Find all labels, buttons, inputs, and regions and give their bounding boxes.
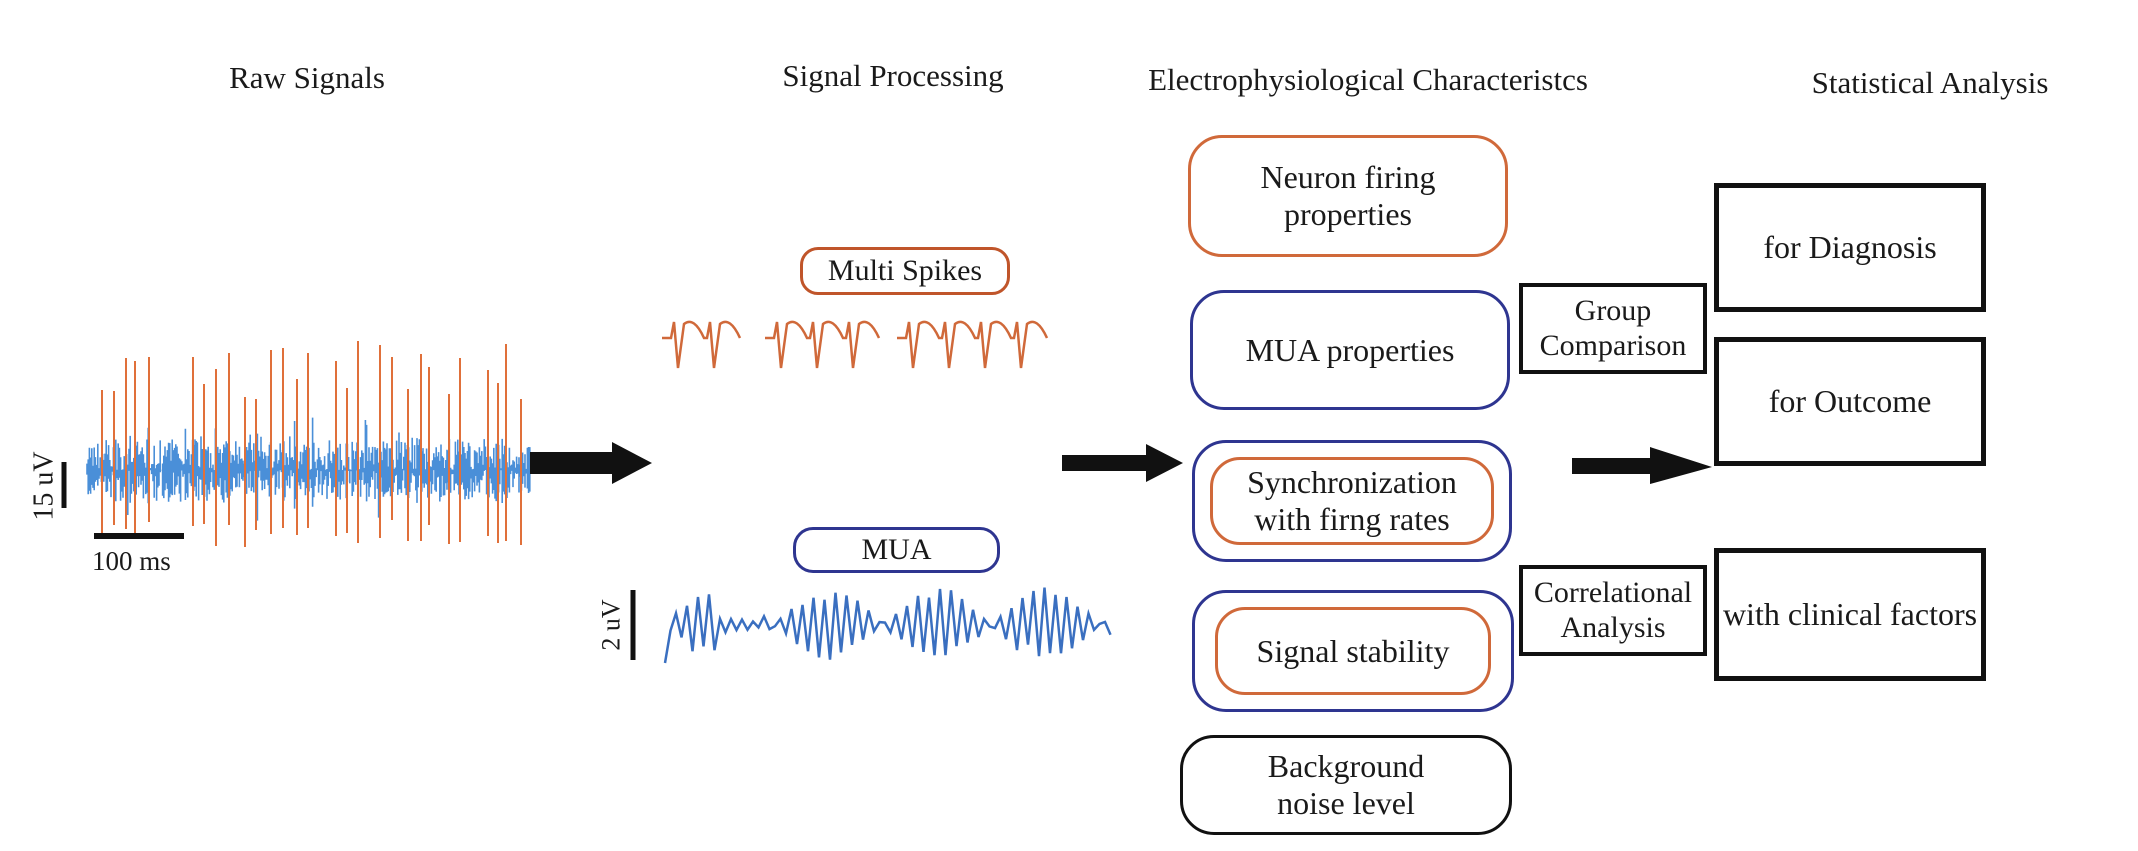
synchronization-line2: with firng rates xyxy=(1254,501,1450,537)
mua-scale-label: 2 uV xyxy=(596,599,626,651)
correlational-line1: Correlational xyxy=(1533,576,1693,609)
mua-trace xyxy=(663,587,1112,664)
background-noise-line2: noise level xyxy=(1277,785,1415,821)
correlational-line2: Analysis xyxy=(1560,610,1666,644)
group-comparison-line2: Comparison xyxy=(1539,328,1687,362)
header-raw-signals: Raw Signals xyxy=(229,60,385,95)
mua-properties-label: MUA properties xyxy=(1245,331,1455,368)
spike-waveform-group xyxy=(765,320,881,369)
outcome-box: for Outcome xyxy=(1714,337,1986,466)
signal-stability-label: Signal stability xyxy=(1256,632,1450,669)
header-statistical-analysis: Statistical Analysis xyxy=(1811,65,2049,100)
arrow-right-icon xyxy=(530,442,652,484)
neuron-firing-line1: Neuron firing xyxy=(1260,159,1436,196)
arrow-right-icon xyxy=(1572,447,1712,484)
multi-spikes-label: Multi Spikes xyxy=(827,253,983,287)
raw-spike-lines xyxy=(101,341,522,547)
clinical-factors-box: with clinical factors xyxy=(1714,548,1986,681)
group-comparison-line1: Group xyxy=(1574,294,1652,327)
signal-stability-outer-box: Signal stability xyxy=(1192,590,1514,712)
signal-stability-inner-box: Signal stability xyxy=(1215,607,1491,695)
header-electrophysiological-characteristics: Electrophysiological Characteristcs xyxy=(1148,62,1588,97)
outcome-label: for Outcome xyxy=(1768,383,1932,420)
spike-waveform-group xyxy=(897,320,1049,369)
diagnosis-label: for Diagnosis xyxy=(1763,229,1937,266)
mua-label: MUA xyxy=(861,532,932,566)
raw-scale-x-label: 100 ms xyxy=(92,546,171,576)
mua-label-box: MUA xyxy=(793,527,1000,573)
clinical-label: with clinical factors xyxy=(1722,596,1978,633)
mua-properties-box: MUA properties xyxy=(1190,290,1510,410)
background-noise-line1: Background xyxy=(1267,748,1425,785)
multi-spikes-label-box: Multi Spikes xyxy=(800,247,1010,295)
arrow-right-icon xyxy=(1062,444,1183,482)
neuron-firing-line2: properties xyxy=(1284,196,1412,232)
spike-waveform-group xyxy=(662,320,742,369)
header-signal-processing: Signal Processing xyxy=(782,58,1004,93)
synchronization-line1: Synchronization xyxy=(1247,464,1457,501)
diagnosis-box: for Diagnosis xyxy=(1714,183,1986,312)
